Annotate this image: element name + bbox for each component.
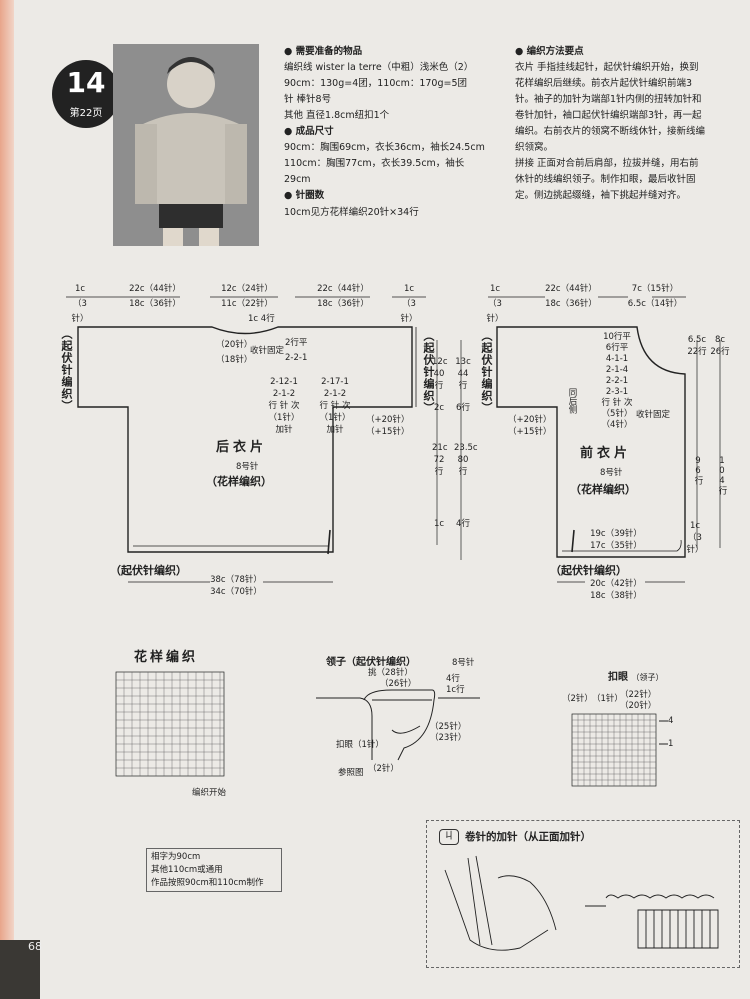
back-neck-bindoff-label: 收针固定 (250, 346, 285, 356)
method-line: 针。袖子的加针为端部1针内侧的扭转加针和 (515, 94, 702, 105)
materials-line: 90cm：130g=4团，110cm：170g=5团 (284, 78, 468, 89)
back-pattern: （花样编织） (206, 475, 272, 488)
size-line: 90cm：胸围69cm，衣长36cm，袖长24.5cm (284, 142, 485, 153)
back-shoulder-dim: 22c（44针）18c（36针） (317, 284, 369, 309)
page-number: 68 (28, 940, 42, 953)
buttonhole-edge-dim: （2针） (562, 694, 593, 704)
method-line: 拼接 正面对合前后肩部，拉拔并缝，用右前 (515, 158, 699, 169)
front-edge-dim: 1c（3针） (486, 284, 504, 324)
collar-buttonhole: 扣眼（1针） (336, 740, 384, 750)
front-pattern: （花样编织） (570, 483, 636, 496)
front-rows-96: 96行 (693, 456, 703, 485)
back-needle: 8号针 (236, 462, 259, 472)
materials-line: 其他 直径1.8cm纽扣1个 (284, 110, 390, 121)
front-bottom-dim: 20c（42针）18c（38针） (590, 579, 642, 601)
back-bottom-garter-label: （起伏针编织） (110, 564, 187, 577)
buttonhole-hole-dim: （1针） (592, 694, 623, 704)
pattern-chart-title: 花样编织 (134, 650, 199, 665)
method-line: 花样编织后继续。前衣片起伏针编织前端3 (515, 78, 693, 89)
method-line: 衣片 手指挂线起针，起伏针编织开始，换到 (515, 62, 699, 73)
pattern-chart-start: 编织开始 (192, 788, 227, 798)
collar-side-dim: （25针）（23针） (430, 722, 467, 743)
back-bottom-dim: 38c（78针）34c（70针） (210, 575, 262, 597)
buttonhole-row-4: 4 (668, 716, 674, 726)
back-edge-dim: 1c（3针） (400, 284, 418, 324)
page-edge (0, 0, 14, 999)
front-same-as-back: 同后侧 (567, 388, 577, 414)
technique-icon: ㄐ (439, 829, 459, 845)
size-heading: ● 成品尺寸 (284, 126, 334, 137)
front-inner-bottom-dim: 19c（39针）17c（35针） (590, 529, 642, 551)
method-line: 卷针加针，袖口起伏针编织端部3针，再一起 (515, 110, 702, 121)
collar-pickup-dim: 挑（28针）（26针） (368, 668, 417, 689)
front-neck-bindoff: 收针固定 (636, 410, 671, 420)
page-corner-shadow (0, 940, 40, 999)
collar-title: 领子（起伏针编织） (326, 657, 416, 668)
front-rows-104: 104行 (717, 456, 727, 495)
buttonhole-row-1: 1 (668, 739, 674, 749)
back-title: 后衣片 (216, 440, 268, 455)
front-cuff-garter-label: （起伏针编织） (480, 330, 493, 414)
front-bottom-garter-label: （起伏针编织） (550, 564, 627, 577)
back-neck-rows: 1c 4行 (248, 314, 275, 324)
materials-line: 针 棒针8号 (284, 94, 332, 105)
buttonhole-title: 扣眼 （领子） (608, 672, 664, 683)
front-cast-on-increase: （+20针）（+15针） (508, 415, 552, 437)
pattern-number-badge: 14 第22页 (52, 60, 120, 128)
front-edge-band-dim: 1c（3针） (686, 521, 704, 555)
pattern-number: 14 (66, 66, 106, 99)
size-line: 110cm：胸围77cm，衣长39.5cm，袖长 (284, 158, 465, 169)
back-cast-on-increase: （+20针）（+15针） (366, 415, 410, 437)
back-neck-dim: 12c（24针）11c（22针） (221, 284, 273, 309)
front-neck-dim: 7c（15针）6.5c（14针） (627, 284, 683, 309)
materials-line: 编织线 wister la terre（中粗）浅米色（2） (284, 62, 474, 73)
size-line: 29cm (284, 174, 311, 185)
buttonhole-width-dim: （22针）（20针） (620, 690, 657, 711)
method-heading: ● 编织方法要点 (515, 46, 584, 57)
method-line: 编织。右前衣片的领窝不断线休针，接新线编 (515, 126, 706, 137)
back-cuff-garter-label: （起伏针编织） (422, 330, 435, 414)
front-title: 前衣片 (580, 446, 632, 461)
front-shoulder-dim: 22c（44针）18c（36针） (545, 284, 597, 309)
cast-on-technique-box: ㄐ 卷针的加针（从正面加针） (426, 820, 740, 968)
back-sleeve-garter-label: （起伏针编织） (60, 328, 73, 412)
collar-needle: 8号针 (452, 658, 475, 668)
front-needle: 8号针 (600, 468, 623, 478)
back-neck-bindoff: （20针）（18针） (216, 340, 253, 365)
model-photo (113, 44, 259, 246)
page-reference: 第22页 (69, 108, 103, 119)
back-edge-dim: 1c（3针） (71, 284, 89, 324)
materials-heading: ● 需要准备的物品 (284, 46, 363, 57)
method-line: 织领窝。 (515, 142, 554, 153)
gauge-line: 10cm见方花样编织20针×34行 (284, 207, 419, 218)
collar-edge-stitches: （2针） (368, 764, 399, 774)
method-line: 定。侧边挑起缀缝，袖下挑起并缝对齐。 (515, 190, 687, 201)
collar-refer-chart: 参照图 (338, 768, 364, 778)
method-line: 休针的线编织领子。制作扣眼，最后收针固 (515, 174, 696, 185)
cast-on-title: 卷针的加针（从正面加针） (465, 831, 591, 843)
back-shoulder-dim: 22c（44针）18c（36针） (129, 284, 181, 309)
gauge-heading: ● 针圈数 (284, 190, 325, 201)
